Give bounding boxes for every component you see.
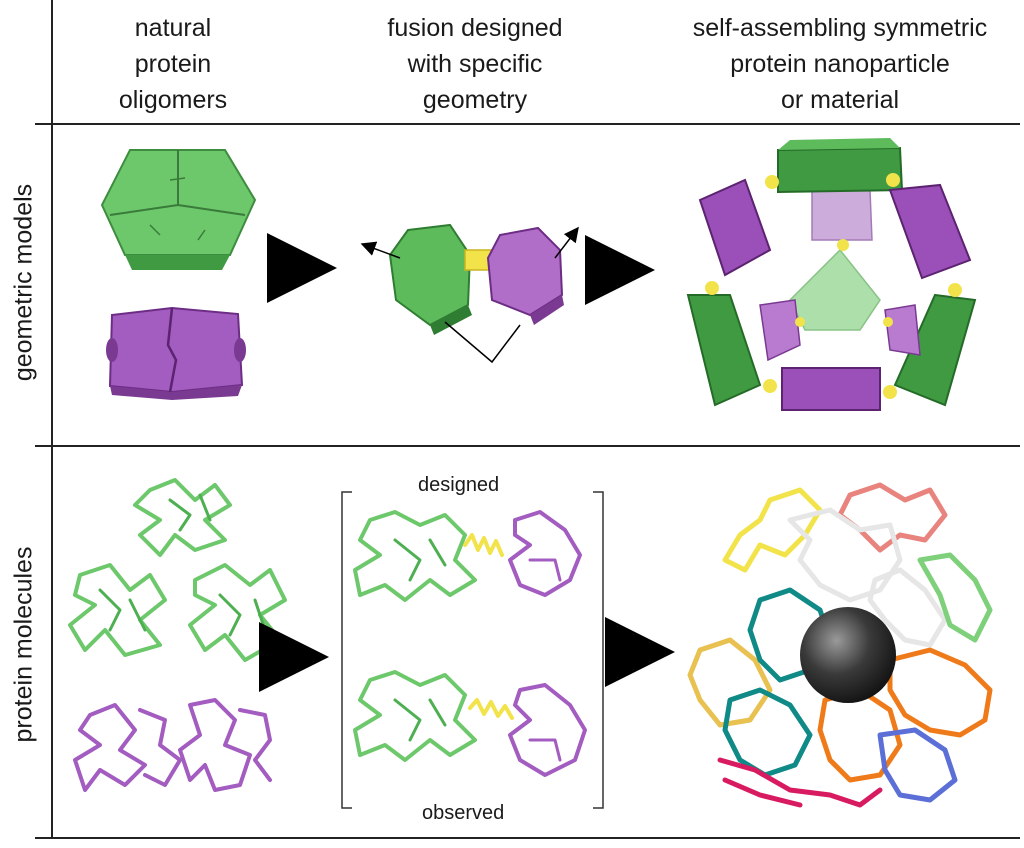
designed-fusion-ribbon [353, 510, 582, 602]
fusion-construct [360, 223, 579, 364]
column-header-fusion: fusion designed with specific geometry [340, 10, 610, 118]
purple-dimer-block [106, 306, 246, 400]
header-line: protein nanoparticle [730, 50, 950, 78]
observed-fusion-ribbon [353, 670, 587, 777]
header-line: protein [134, 50, 212, 78]
column-header-nanoparticle: self-assembling symmetric protein nanopa… [670, 10, 1010, 118]
comparison-bracket [341, 491, 604, 809]
header-line: natural [134, 14, 212, 42]
header-line: oligomers [118, 86, 228, 114]
purple-dimer-ribbon [73, 698, 272, 792]
green-trimer-block [100, 149, 257, 270]
header-line: or material [780, 86, 900, 114]
assembled-nanoparticle [687, 482, 993, 808]
header-line: self-assembling symmetric [692, 14, 988, 42]
header-line: with specific [407, 50, 543, 78]
observed-label: observed [422, 802, 505, 824]
grid-lines [35, 0, 1020, 839]
header-line: geometry [422, 86, 528, 114]
designed-label: designed [418, 474, 500, 496]
green-trimer-ribbon [68, 478, 287, 662]
column-header-natural: natural protein oligomers [68, 10, 278, 118]
geometric-cage [686, 138, 977, 411]
header-line: fusion designed [387, 14, 563, 42]
